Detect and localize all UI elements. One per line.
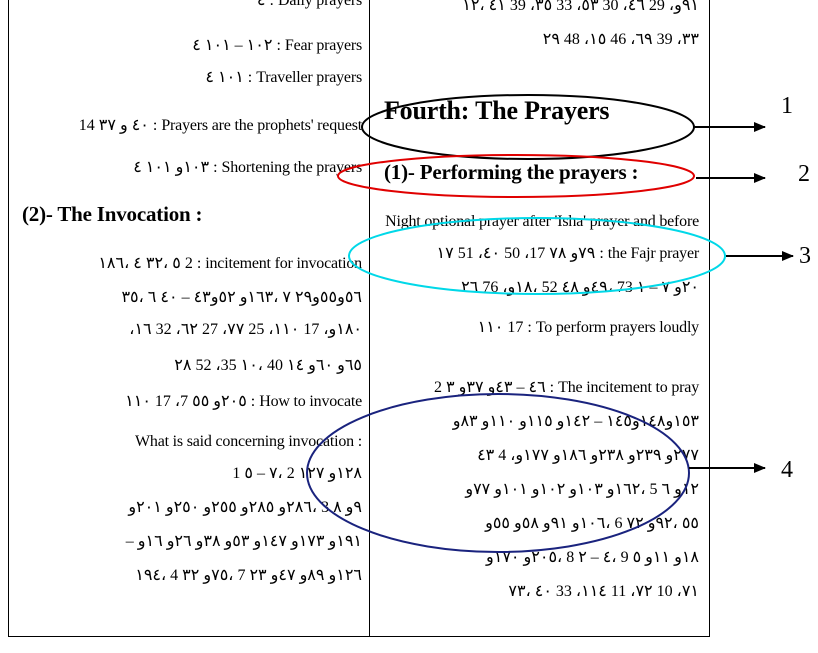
text-line: What is said concerning invocation : bbox=[135, 433, 362, 450]
annotation-label-4: 4 bbox=[781, 457, 793, 483]
text-line: ١٠٢ – ١٠١ ٤ : Fear prayers bbox=[192, 37, 362, 54]
text-line: – ١٩١و ١٧٣و ١٤٧و ٥٣و ٣٨و ٢٦و ١٦و bbox=[125, 533, 362, 550]
text-line: ٤٣ 4 ،٢٧٧و ٢٣٩و ٢٣٨و ١٨٦و ١٧٧و bbox=[477, 447, 699, 464]
text-line: ٤١ ،١٢ 39 ،٣٥ 33 ،٥٣ 30 ،٤٦ 29 ،٩١و bbox=[462, 0, 699, 14]
annotation-label-1: 1 bbox=[781, 93, 793, 119]
text-line: ١٢٦و ٨٩و ٤٧و ٢٣ 7 ،٧٥و ٣٢ 4 ،١٩٤ bbox=[135, 567, 362, 584]
annotation-label-3: 3 bbox=[799, 243, 811, 269]
text-line: ١٢و ٦ 5 ،١٦٢و ١٠٣و ١٠٢و ١٠١و ٧٧و bbox=[465, 481, 699, 498]
left-column: ٤ : Daily prayers ١٠٢ – ١٠١ ٤ : Fear pra… bbox=[8, 0, 368, 636]
text-line: ٩و ٨ 3 ،٢٨٦و ٢٨٥و ٢٥٥و ٢٥٠و ٢٠١و bbox=[128, 499, 362, 516]
annotation-label-2: 2 bbox=[798, 161, 810, 187]
subsection-heading-performing: (1)- Performing the prayers : bbox=[384, 160, 639, 184]
column-divider bbox=[369, 0, 370, 636]
text-line: ١٥٣و١٤٨و١٤٥ – ١٤٢و ١١٥و ١١٠و ٨٣و bbox=[452, 413, 699, 430]
text-line: ٤٠ و ٣٧ 14 : Prayers are the prophets' r… bbox=[78, 117, 362, 134]
text-line: ١٨و ١١و ٥ 9 ،٤ – ٢ 8 ،٢٠٥و ١٧٠و bbox=[486, 549, 699, 566]
text-line: ١١٠ 17 ،٢٠٥و ٥٥ 7 : How to invocate bbox=[125, 393, 362, 410]
document-page: ٤ : Daily prayers ١٠٢ – ١٠١ ٤ : Fear pra… bbox=[8, 0, 710, 653]
text-line: ٤٦ – ٤٣و ٣٧و ٣ 2 : The incitement to pra… bbox=[434, 379, 699, 396]
text-line: ٢٨ 52 ،٦٥و ٦٠و ١٤ 40 ،١٠ 35 bbox=[174, 357, 362, 374]
text-line: ١٠١ ٤ : Traveller prayers bbox=[205, 69, 362, 86]
text-line: ٤٠ ،٧٣ 33 ،١١٤ 11 ،٧٢ 10 ،٧١ bbox=[508, 583, 699, 600]
text-line: ١٠٣و ١٠١ ٤ : Shortening the prayers bbox=[133, 159, 362, 176]
text-line: ،١٦ 32 ،٦٢ 27 ،٧٧ 25 ،١١٠ 17 ،١٨٠و bbox=[129, 321, 362, 338]
text-line: ١١٠ 17 : To perform prayers loudly bbox=[477, 319, 700, 336]
text-line: ٢٩ 48 ،١٥ 46 ،٦٩ 39 ،٣٣ bbox=[542, 31, 699, 48]
text-line: ١٢٨و ١٢٧ 2 ،٧ – ٥ 1 bbox=[232, 465, 362, 482]
section-heading-invocation: (2)- The Invocation : bbox=[22, 202, 203, 226]
text-line: ٥ ،٣٢ ٤ ،١٨٦ 2 : incitement for invocati… bbox=[98, 255, 362, 272]
section-title-prayers: Fourth: The Prayers bbox=[384, 96, 610, 125]
text-line: ١٧ 51 ،٤٠ 50 ،٧٩و ٧٨ 17 : the Fajr praye… bbox=[436, 245, 700, 262]
text-line: ٤ : Daily prayers bbox=[256, 0, 362, 9]
text-line: ٥٦و٥٥و٢٩ ٧ ،١٦٣و ٥٢و٤٣ – ٤٠ ٦ ،٣٥ bbox=[121, 289, 362, 306]
text-line: ٥٥ ،٩٢و ٧٢ 6 ،١٠٦و ٩١و ٥٨و ٥٥و bbox=[485, 515, 699, 532]
text-line: ٢٦ 76 ،٢٠و ٧ – ١ 73 ،٤٩و ٤٨ 52 ،١٨و bbox=[461, 279, 699, 296]
page-frame bbox=[8, 0, 710, 637]
text-line: Night optional prayer after 'Isha' praye… bbox=[385, 213, 699, 230]
right-column: ٤١ ،١٢ 39 ،٣٥ 33 ،٥٣ 30 ،٤٦ 29 ،٩١و ٢٩ 4… bbox=[370, 0, 705, 636]
